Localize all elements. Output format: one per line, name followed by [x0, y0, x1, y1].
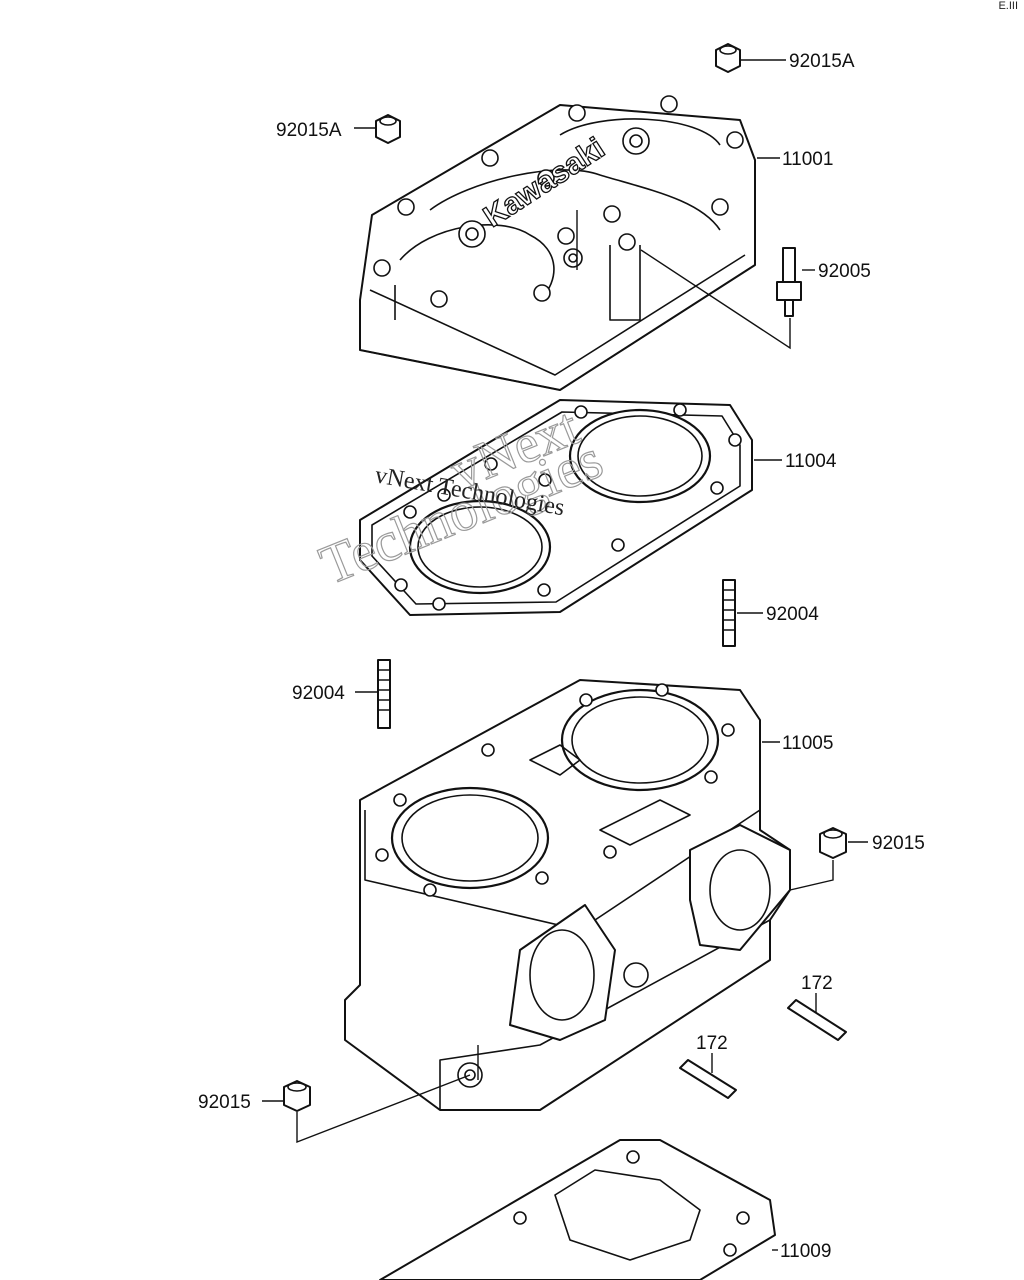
callout-172-upper: 172	[801, 973, 833, 994]
callout-92004-right: 92004	[766, 604, 819, 625]
callout-92015A-left: 92015A	[276, 120, 342, 141]
cylinder-block-11005	[344, 679, 791, 1111]
callout-172-lower: 172	[696, 1033, 728, 1054]
nut-92015-right	[819, 827, 847, 859]
callout-11009: 11009	[780, 1241, 831, 1262]
callout-11004: 11004	[785, 451, 837, 472]
callout-11001: 11001	[782, 149, 833, 170]
stud-92004-left	[377, 659, 391, 729]
stud-172-upper	[787, 999, 847, 1041]
callout-92015-left: 92015	[198, 1092, 251, 1113]
nut-92015A-left	[375, 114, 401, 144]
corner-mark: E.III	[998, 0, 1018, 12]
fitting-92005	[776, 247, 802, 317]
callout-11005: 11005	[782, 733, 833, 754]
head-gasket-11004	[359, 399, 753, 616]
nut-92015A-top	[715, 43, 741, 73]
stud-92004-right	[722, 579, 736, 647]
cylinder-head-11001: Kawasaki	[359, 95, 756, 391]
callout-92004-left: 92004	[292, 683, 345, 704]
leader-lines	[262, 59, 868, 1251]
nut-92015-left	[283, 1080, 311, 1112]
callout-92015-right: 92015	[872, 833, 925, 854]
callout-92015A-top: 92015A	[789, 51, 855, 72]
stud-172-lower	[679, 1059, 737, 1099]
base-gasket-11009	[379, 1139, 776, 1280]
callout-92005: 92005	[818, 261, 871, 282]
